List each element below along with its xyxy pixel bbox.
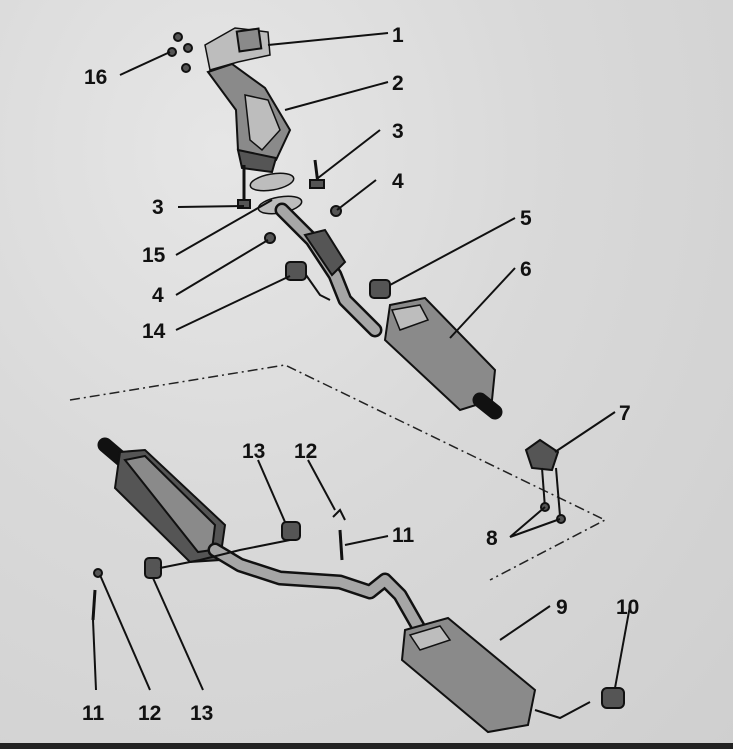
callout-5: 5 (520, 207, 532, 230)
mount-7 (524, 438, 561, 517)
front-silencer (383, 296, 503, 420)
rubber-mount-14 (285, 261, 331, 301)
rubber-mount-13-left (144, 557, 162, 579)
leader-lines (92, 32, 631, 691)
callout-13-top: 13 (242, 440, 265, 463)
rubber-mount-10 (601, 687, 625, 709)
rubber-mount-13-top (281, 521, 301, 541)
callout-12-top: 12 (294, 440, 317, 463)
callout-12-bottom: 12 (138, 702, 161, 725)
callout-14: 14 (142, 320, 166, 343)
callout-11-bottom: 11 (82, 702, 105, 725)
callout-13-bottom: 13 (190, 702, 213, 725)
connecting-pipe (207, 542, 428, 638)
rear-silencer (400, 616, 591, 734)
callout-11-right: 11 (392, 524, 415, 547)
middle-silencer (97, 437, 227, 564)
rear-section-boundary (69, 364, 607, 581)
callout-10: 10 (616, 596, 639, 619)
callout-8: 8 (486, 527, 498, 550)
callout-7: 7 (619, 402, 631, 425)
callout-16: 16 (84, 66, 107, 89)
bolts-3 (237, 159, 325, 209)
callout-9: 9 (556, 596, 568, 619)
front-pipe (274, 202, 383, 338)
callout-6: 6 (520, 258, 532, 281)
callout-15: 15 (142, 244, 166, 267)
callout-2: 2 (392, 72, 404, 95)
callout-4-right: 4 (392, 170, 404, 193)
callout-3-right: 3 (392, 120, 404, 143)
nuts-16 (167, 32, 193, 73)
page-bottom-edge (0, 743, 733, 749)
nuts-8 (540, 502, 566, 524)
bolts-11 (91, 529, 344, 621)
catalytic-converter (206, 62, 292, 174)
manifold-flange (204, 27, 271, 71)
callout-1: 1 (392, 24, 404, 47)
hanger-link (159, 539, 291, 569)
nuts-4 (264, 205, 342, 244)
callout-4-left: 4 (152, 284, 164, 307)
rubber-mount-5 (369, 279, 391, 299)
callout-3-left: 3 (152, 196, 164, 219)
